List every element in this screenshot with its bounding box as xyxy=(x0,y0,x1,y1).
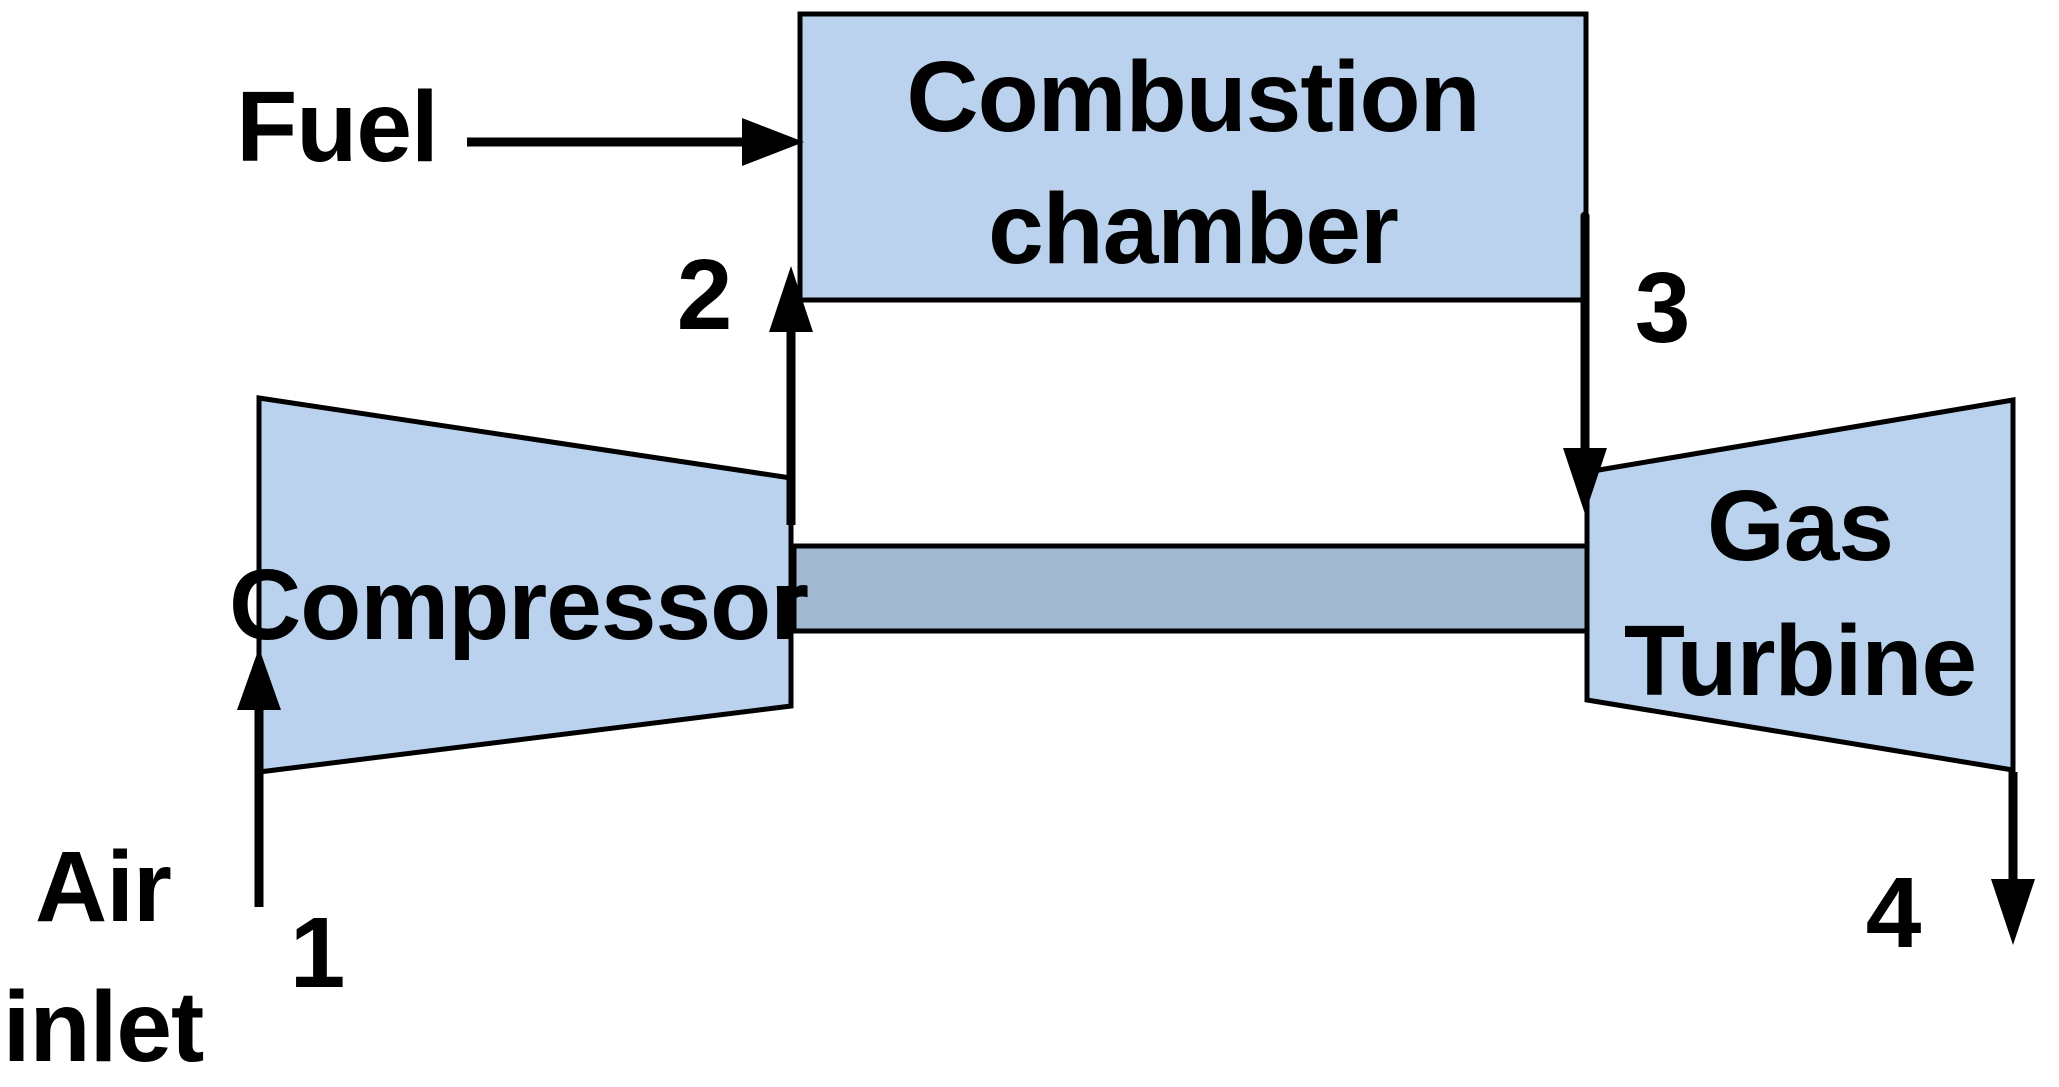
state-point-1-label: 1 xyxy=(289,897,346,1009)
state-point-2-label: 2 xyxy=(676,239,733,351)
air-inlet-stream-label: Air inlet xyxy=(2,831,205,1083)
air-inlet-arrow-head-icon xyxy=(237,648,281,710)
compressor-outlet-arrow-head-icon xyxy=(769,266,813,332)
state-point-4-label: 4 xyxy=(1865,857,1922,969)
fuel-arrow xyxy=(467,118,804,166)
turbine-exhaust-arrow xyxy=(1991,772,2035,945)
fuel-arrow-head-icon xyxy=(742,118,804,166)
state-point-3-label: 3 xyxy=(1634,252,1691,364)
gas-turbine-shape xyxy=(1584,397,2016,773)
combustor-outlet-arrow-head-icon xyxy=(1563,448,1607,514)
fuel-stream-label: Fuel xyxy=(236,71,439,183)
gas-turbine-label: Gas Turbine xyxy=(1623,470,1977,717)
compressor-label: Compressor xyxy=(229,549,809,661)
combustion-chamber-shape xyxy=(797,11,1589,303)
turbine-exhaust-arrow-head-icon xyxy=(1991,879,2035,945)
compressor-outlet-arrow xyxy=(769,266,813,525)
combustion-chamber-label: Combustion chamber xyxy=(906,41,1480,285)
shaft-shape xyxy=(791,543,1592,634)
air-inlet-arrow xyxy=(237,648,281,907)
combustor-outlet-arrow xyxy=(1563,211,1607,514)
compressor-shape xyxy=(256,395,794,775)
